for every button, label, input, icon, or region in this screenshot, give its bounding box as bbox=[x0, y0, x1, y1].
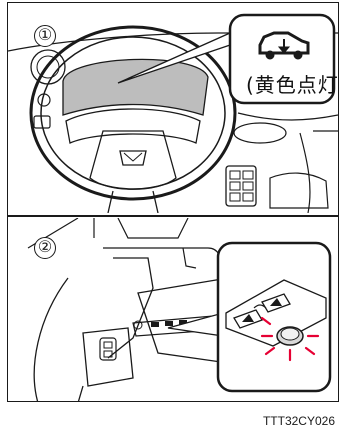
dashboard-illustration bbox=[8, 3, 338, 213]
cargo-illustration bbox=[8, 218, 338, 402]
indicator-status-label: (黄色点灯) bbox=[246, 69, 339, 98]
dashboard-panel: ① (黄色点灯) bbox=[8, 3, 338, 213]
figure-frame: ① (黄色点灯) bbox=[7, 2, 339, 402]
step-number: ② bbox=[34, 237, 56, 259]
cargo-panel: ② bbox=[8, 218, 338, 402]
panel-divider bbox=[8, 215, 338, 217]
switch-button-icon bbox=[277, 327, 303, 345]
switch-callout-box bbox=[218, 243, 330, 391]
instrument-cluster bbox=[63, 59, 208, 115]
image-code-label: TTT32CY026 bbox=[263, 414, 335, 428]
step-number: ① bbox=[34, 25, 56, 47]
